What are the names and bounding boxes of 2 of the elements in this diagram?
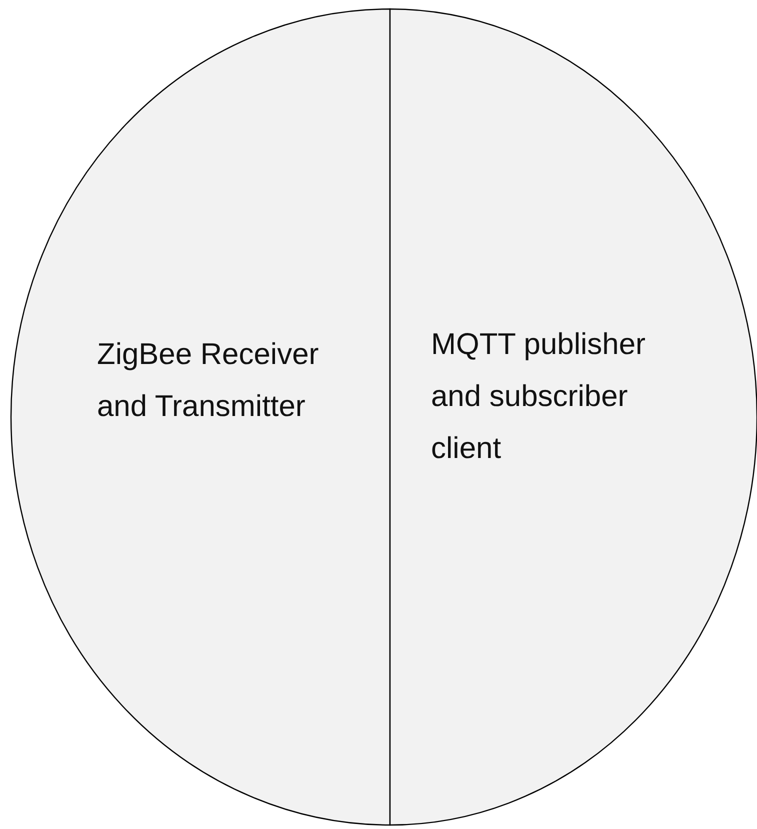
segment-label: MQTT publisher and subscriber client	[431, 327, 647, 467]
segment-label: ZigBee Receiver and Transmitter	[97, 337, 320, 425]
